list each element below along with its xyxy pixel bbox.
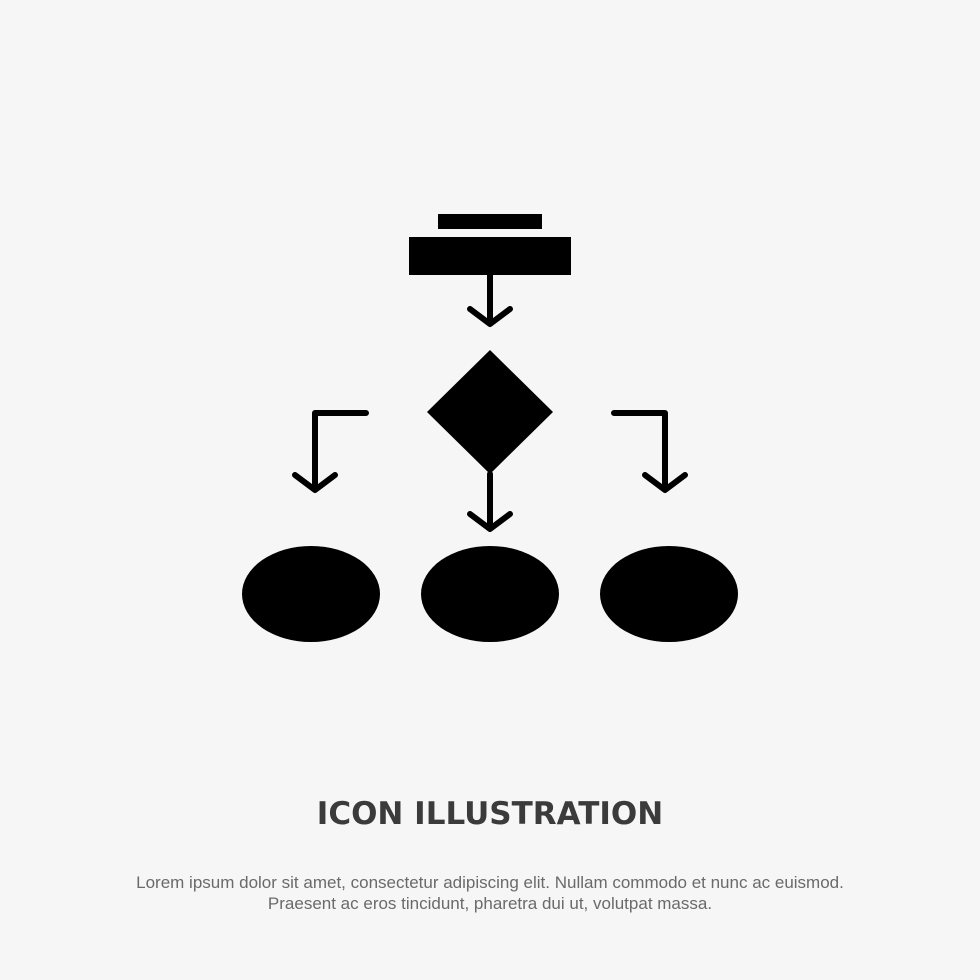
- page-title: ICON ILLUSTRATION: [316, 796, 664, 832]
- arrowhead-top: [467, 306, 513, 327]
- arrow-right-elbow: [611, 410, 668, 491]
- outcome-ellipse-right: [600, 546, 738, 642]
- outcome-ellipse-center: [421, 546, 559, 642]
- caption-line-2: Praesent ac eros tincidunt, pharetra dui…: [267, 894, 713, 913]
- arrow-left-elbow: [312, 410, 369, 491]
- top-bar-shape: [438, 214, 542, 229]
- process-rectangle-shape: [409, 237, 571, 275]
- outcome-ellipse-left: [242, 546, 380, 642]
- arrowhead-left: [292, 472, 338, 493]
- arrowhead-right: [642, 472, 688, 493]
- caption-text: Lorem ipsum dolor sit amet, consectetur …: [0, 872, 980, 914]
- decision-diamond-shape: [427, 350, 553, 474]
- arrowhead-center: [467, 511, 513, 532]
- caption-line-1: Lorem ipsum dolor sit amet, consectetur …: [136, 873, 844, 892]
